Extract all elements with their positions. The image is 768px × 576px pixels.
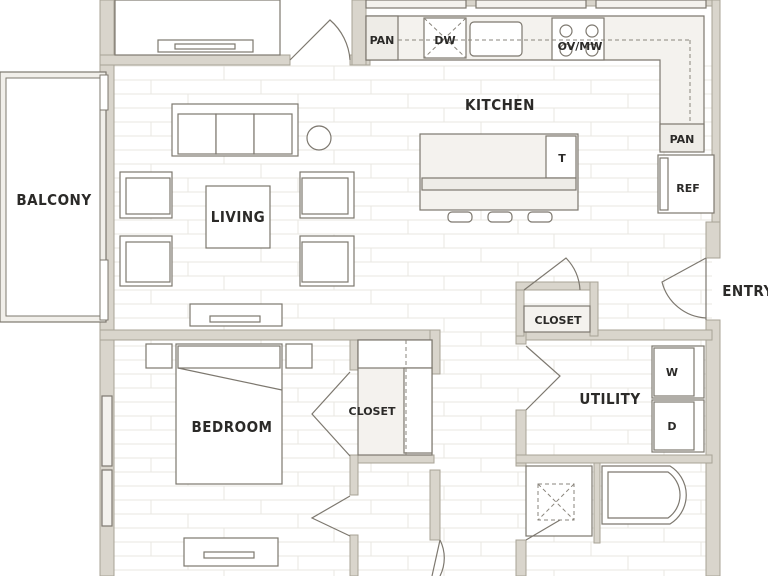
dishwasher-label: DW xyxy=(434,34,455,47)
entry-label: ENTRY xyxy=(722,282,768,300)
living-label: LIVING xyxy=(211,208,265,226)
dryer-label: D xyxy=(667,420,676,433)
utility-room: W D xyxy=(525,345,705,453)
pantry-right-label: PAN xyxy=(670,133,695,146)
kitchen-label: KITCHEN xyxy=(465,96,535,114)
pantry-top-label: PAN xyxy=(370,34,395,47)
kitchen-island: T xyxy=(419,133,579,223)
utility-label: UTILITY xyxy=(579,390,640,408)
washer-label: W xyxy=(666,366,678,379)
refrigerator-label: REF xyxy=(676,182,700,195)
bedroom-closet-label: CLOSET xyxy=(349,405,396,418)
top-left-console xyxy=(114,0,281,56)
entry-door xyxy=(661,257,707,320)
bedroom-label: BEDROOM xyxy=(192,418,273,436)
island-tag-label: T xyxy=(558,152,566,165)
top-door xyxy=(289,19,351,61)
balcony-label: BALCONY xyxy=(16,191,91,209)
bedroom-furniture xyxy=(101,343,313,567)
bathroom xyxy=(431,465,687,576)
kitchen-counter: PAN DW OV/MW PAN REF xyxy=(365,0,715,214)
bedroom-closet: CLOSET xyxy=(310,339,433,537)
living-furniture xyxy=(119,103,355,327)
oven-microwave-label: OV/MW xyxy=(558,40,603,53)
entry-closet: CLOSET xyxy=(523,257,591,333)
entry-closet-label: CLOSET xyxy=(535,314,582,327)
balcony: BALCONY xyxy=(0,71,109,323)
